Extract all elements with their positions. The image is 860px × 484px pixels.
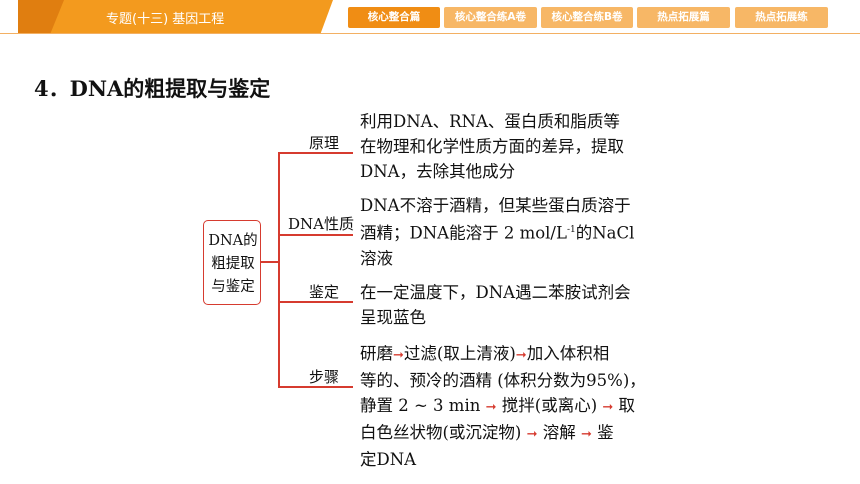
arrow-icon: ➞: [485, 400, 497, 415]
branch-text-properties: DNA不溶于酒精，但某些蛋白质溶于 酒精；DNA能溶于 2 mol/L-1的Na…: [360, 193, 680, 271]
arrow-icon: ➞: [602, 400, 614, 415]
chapter-title: 专题(十三) 基因工程: [106, 12, 225, 27]
branch-label-properties: DNA性质: [288, 215, 354, 233]
branch-label-identification: 鉴定: [308, 283, 339, 301]
text-line: 酒精；DNA能溶于 2 mol/L-1的NaCl: [360, 223, 635, 243]
branch-label-principle: 原理: [308, 134, 339, 152]
root-node: DNA的 粗提取 与鉴定: [203, 220, 261, 305]
tab-hot-topics[interactable]: 热点拓展篇: [637, 7, 730, 28]
root-connector: [261, 261, 279, 263]
tab-core-practice-a[interactable]: 核心整合练A卷: [444, 7, 537, 28]
banner-decoration: [18, 0, 64, 34]
text-line: 等的、预冷的酒精 (体积分数为95%)，: [360, 371, 646, 390]
root-line: 与鉴定: [211, 279, 255, 295]
arrow-icon: ➞: [581, 427, 592, 442]
arrow-icon: ➞: [393, 348, 404, 363]
branch-connector: [278, 301, 353, 303]
section-heading: 4．DNA的粗提取与鉴定: [34, 76, 271, 101]
branch-connector: [278, 386, 353, 388]
text-line: 静置 2 ~ 3 min ➞ 搅拌(或离心) ➞ 取: [360, 396, 636, 415]
text-line: DNA，去除其他成分: [360, 162, 516, 181]
root-line: DNA的: [208, 233, 258, 249]
text-line: 白色丝状物(或沉淀物) ➞ 溶解 ➞ 鉴: [360, 423, 614, 442]
branch-connector: [278, 152, 353, 154]
text-line: 利用DNA、RNA、蛋白质和脂质等: [360, 112, 620, 131]
text-line: 研磨➞过滤(取上清液)➞加入体积相: [360, 344, 610, 363]
text-line: 溶液: [360, 248, 393, 268]
nav-divider: [0, 33, 860, 34]
tab-core-integration[interactable]: 核心整合篇: [348, 7, 440, 28]
chapter-banner: 专题(十三) 基因工程: [18, 0, 333, 34]
branch-text-principle: 利用DNA、RNA、蛋白质和脂质等 在物理和化学性质方面的差异，提取 DNA，去…: [360, 109, 680, 184]
branch-text-identification: 在一定温度下，DNA遇二苯胺试剂会 呈现蓝色: [360, 280, 680, 330]
tab-hot-practice[interactable]: 热点拓展练: [735, 7, 828, 28]
branch-connector: [278, 234, 353, 236]
text-line: 在一定温度下，DNA遇二苯胺试剂会: [360, 283, 631, 302]
top-nav-bar: 专题(十三) 基因工程 核心整合篇 核心整合练A卷 核心整合练B卷 热点拓展篇 …: [0, 0, 860, 34]
root-line: 粗提取: [211, 256, 255, 272]
text-line: 呈现蓝色: [360, 308, 426, 327]
arrow-icon: ➞: [526, 427, 538, 442]
text-line: 定DNA: [360, 450, 417, 469]
arrow-icon: ➞: [515, 348, 527, 363]
branch-text-steps: 研磨➞过滤(取上清液)➞加入体积相 等的、预冷的酒精 (体积分数为95%)， 静…: [360, 341, 680, 472]
tab-core-practice-b[interactable]: 核心整合练B卷: [541, 7, 633, 28]
trunk-line: [278, 152, 280, 387]
text-line: DNA不溶于酒精，但某些蛋白质溶于: [360, 196, 631, 215]
branch-label-steps: 步骤: [308, 368, 339, 386]
text-line: 在物理和化学性质方面的差异，提取: [360, 137, 624, 156]
